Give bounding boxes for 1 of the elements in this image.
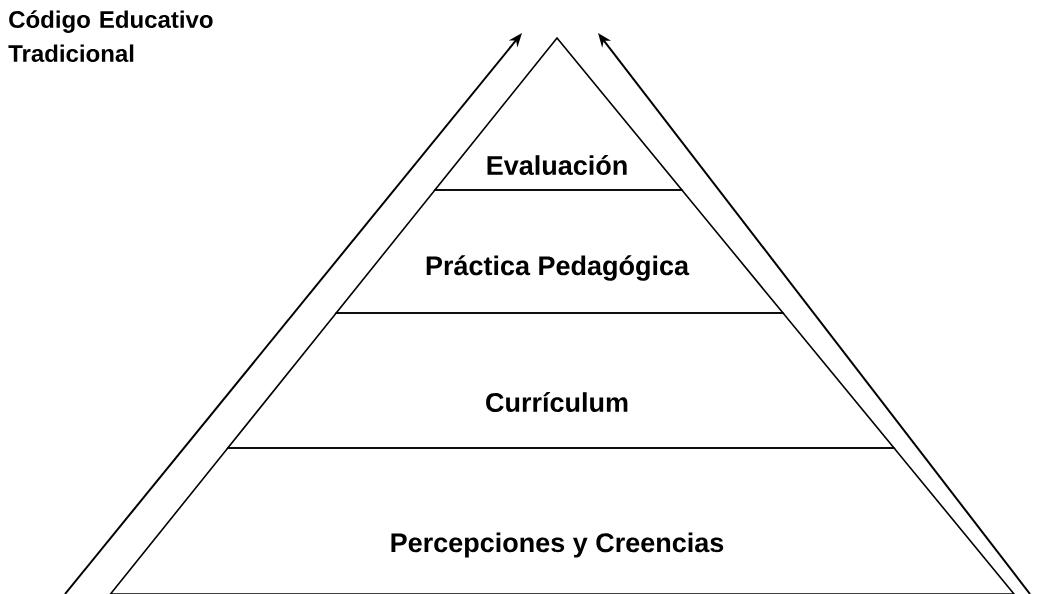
title: Código Educativo Tradicional [8, 10, 213, 63]
